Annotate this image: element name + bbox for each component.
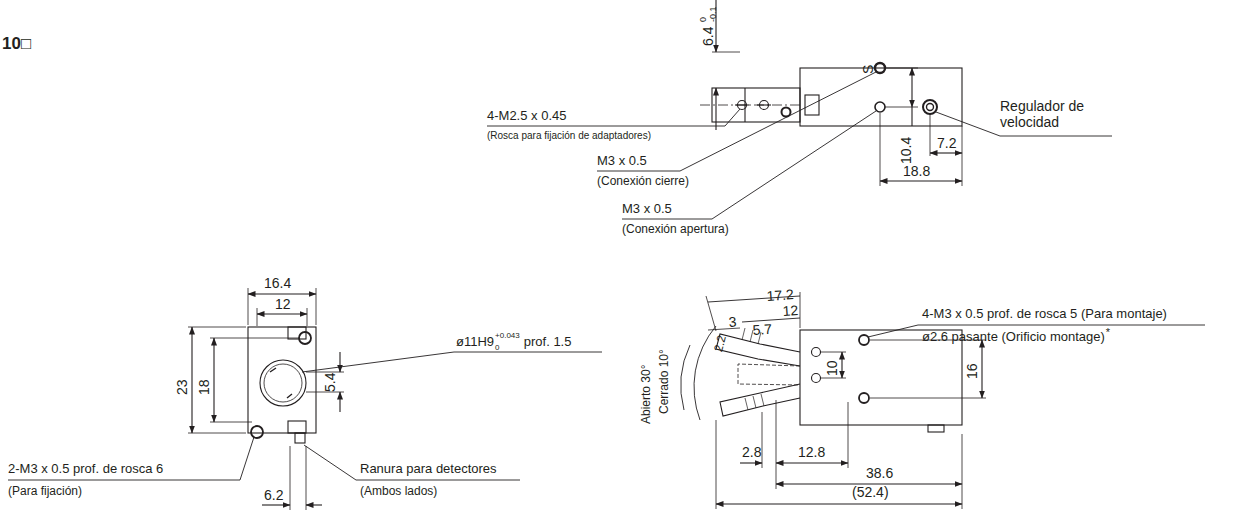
dimension-label: 10.4 [898,137,914,164]
dimension-label: 2.2 [712,334,730,354]
dimension-label: 17.2 [766,286,794,304]
dimension-label: 0 [698,17,708,22]
dimension-label: Cerrado 10° [658,349,672,414]
dimension-label: 7.2 [937,135,956,151]
dimension-label: prof. 1.5 [524,335,572,350]
dimension-label: 12 [275,296,291,312]
dimension-label: +0.043 [495,331,520,340]
dimension-label: (52.4) [852,484,889,500]
dimension-label: 16 [964,363,980,379]
dimension-label: 16.4 [264,275,291,291]
dimension-label: M3 x 0.5 [597,154,647,169]
dimension-label: 38.6 [866,465,893,481]
dimension-label: (Para fijación) [8,485,82,499]
view-heading: 10□ [2,34,31,54]
dimension-label: (Rosca para fijación de adaptadores) [487,130,651,142]
dimension-label: 2.8 [742,444,761,460]
body-outline [800,68,962,126]
dimension-label: (Conexión cierre) [597,175,689,189]
dimension-label: (Conexión apertura) [622,223,729,237]
dimension-label: 0 [495,343,499,352]
dimension-label: 10 [824,360,840,376]
dimension-label: 4-M3 x 0.5 prof. de rosca 5 (Para montaj… [922,307,1167,322]
dimension-label: 18 [196,379,212,395]
dimension-label: Regulador de velocidad [1000,98,1112,130]
dimension-label: 2-M3 x 0.5 prof. de rosca 6 [8,462,163,477]
dimension-label: 5.7 [752,321,773,338]
dimension-label: 23 [174,379,190,395]
plan-outline [800,330,962,425]
dimension-label: (Ambos lados) [360,485,437,499]
dimension-label: 4-M2.5 x 0.45 [487,109,567,124]
dimension-label: 12.8 [798,444,825,460]
dimension-label: Ranura para detectores [360,462,497,477]
dimension-label: M3 x 0.5 [622,202,672,217]
dimension-label: 5.4 [322,373,338,392]
dimension-label: * [1106,326,1110,339]
dimension-label: ø2.6 pasante (Orificio montage) [922,330,1105,345]
front-outline [248,327,316,433]
dimension-label: 6.2 [264,487,283,503]
dimension-label: Abierto 30° [640,364,654,424]
dimension-label: 18.8 [903,163,930,179]
dimension-label: 6.4 [700,27,716,46]
dimension-label: 12 [782,302,799,319]
dimension-label: -0.1 [708,6,718,22]
dimension-label: ø11H9 [456,335,494,350]
dimension-label: S [860,65,876,74]
dimension-label: 3 [728,313,737,330]
